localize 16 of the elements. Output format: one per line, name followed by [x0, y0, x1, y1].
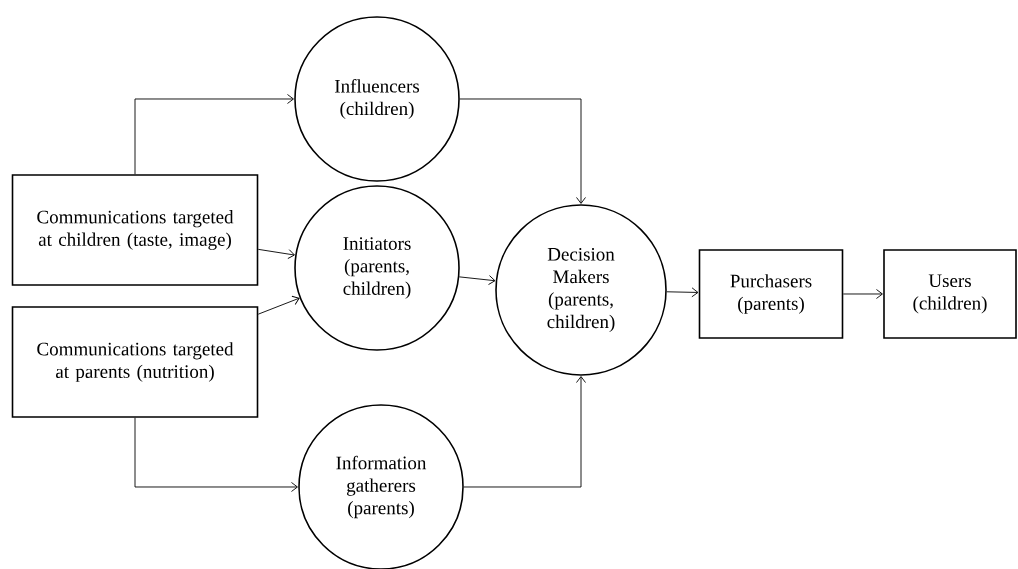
- arrow: [257, 295, 300, 315]
- arrow: [134, 417, 298, 492]
- process-box: Users (children): [883, 249, 1017, 339]
- arrow: [463, 376, 586, 488]
- circle-node: Initiators (parents, children): [294, 185, 460, 351]
- circle-node: Influencers (children): [294, 16, 460, 182]
- arrow: [459, 98, 586, 204]
- arrow: [458, 275, 496, 285]
- arrow: [134, 94, 294, 175]
- process-box: Communications targeted at children (taste, image): [11, 174, 259, 286]
- process-box: Communications targeted at parents (nutrition): [11, 306, 259, 418]
- arrow: [666, 287, 699, 298]
- arrow: [842, 289, 883, 299]
- process-box: Purchasers (parents): [698, 249, 844, 339]
- circle-node: Decision Makers (parents, children): [495, 204, 667, 376]
- arrow: [257, 248, 295, 259]
